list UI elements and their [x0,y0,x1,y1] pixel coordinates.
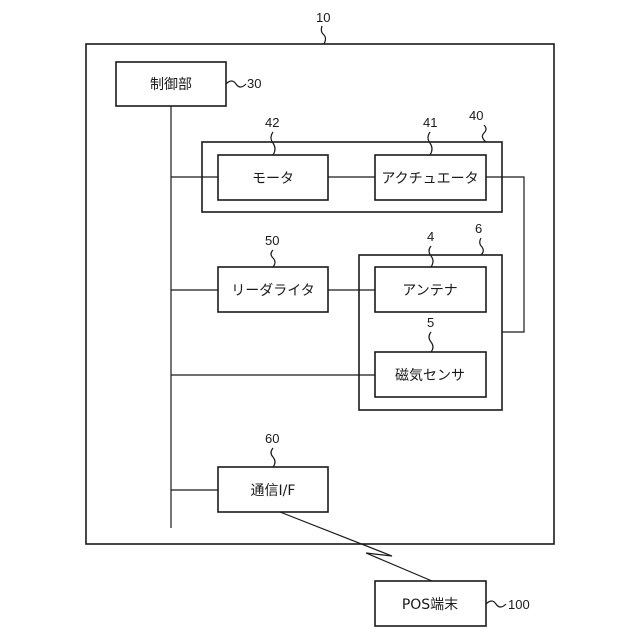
leader-device [321,26,325,44]
leader-drive-group [482,125,486,142]
ref-reader-writer: 50 [265,233,279,248]
leader-actuator [428,132,432,155]
ref-antenna: 4 [427,229,434,244]
ref-motor: 42 [265,115,279,130]
ref-comm-if: 60 [265,431,279,446]
antenna-label: アンテナ [402,283,457,299]
leader-antenna [429,246,433,267]
ref-pos: 100 [508,597,530,612]
leader-sensor [429,332,433,352]
magnetic-sensor-label: 磁気センサ [395,368,465,384]
leader-comm-if [271,448,275,467]
ref-sensor-group: 6 [475,221,482,236]
leader-motor [271,132,275,155]
control-unit-label: 制御部 [150,77,192,93]
ref-sensor: 5 [427,315,434,330]
ref-device: 10 [316,10,330,25]
motor-label: モータ [252,171,294,187]
wireless-link-line [280,512,432,581]
leader-pos [486,601,506,607]
comm-if-label: 通信I/F [251,483,296,499]
ref-drive-group: 40 [469,108,483,123]
ref-control: 30 [247,76,261,91]
pos-terminal-label: POS端末 [402,597,458,613]
leader-reader-writer [271,250,275,267]
leader-sensor-group [480,238,484,255]
ref-actuator: 41 [423,115,437,130]
reader-writer-label: リーダライタ [231,283,314,299]
leader-control [226,81,246,87]
actuator-label: アクチュエータ [381,171,478,187]
